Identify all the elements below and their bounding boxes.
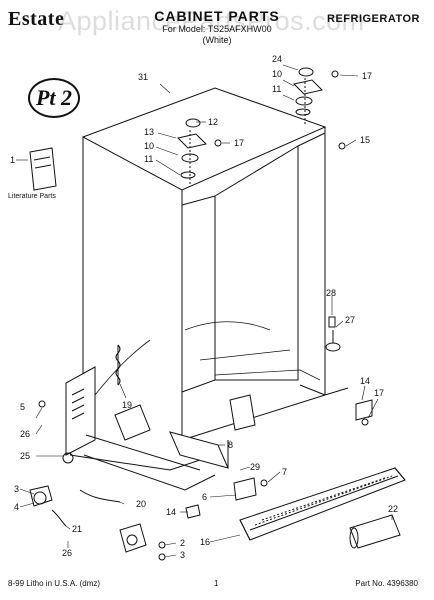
callout-10b: 10 [272, 69, 282, 79]
drain-trough [169, 431, 229, 469]
callout-17c: 17 [374, 388, 384, 398]
callout-26b: 26 [62, 548, 72, 558]
callout-10a: 10 [144, 141, 154, 151]
callout-25: 25 [20, 451, 30, 461]
rear-roller-left [29, 452, 74, 507]
hinge-stack-left [177, 118, 207, 185]
callout-26a: 26 [20, 429, 30, 439]
water-filter [349, 514, 401, 549]
callout-1: 1 [10, 155, 15, 165]
brand-logo: Estate [8, 8, 65, 30]
callout-20: 20 [136, 499, 146, 509]
callout-22: 22 [388, 504, 398, 514]
callout-17a: 17 [234, 138, 244, 148]
callout-15: 15 [360, 135, 370, 145]
callout-14a: 14 [360, 376, 370, 386]
callout-12: 12 [208, 117, 218, 127]
toe-grille [239, 467, 406, 541]
callout-6: 6 [202, 492, 207, 502]
callout-4: 4 [14, 502, 19, 512]
callout-19: 19 [122, 400, 132, 410]
footer-litho: 8-99 Litho in U.S.A. (dmz) [8, 579, 101, 588]
footer-page-number: 1 [214, 579, 219, 588]
leveling-leg [325, 316, 341, 352]
callout-11b: 11 [272, 84, 281, 94]
model-line: For Model: TS25AFXHW00 [162, 24, 272, 34]
callout-3-left: 3 [14, 484, 19, 494]
drain-tube [51, 489, 121, 527]
callout-16: 16 [200, 537, 210, 547]
literature-booklet [29, 147, 57, 191]
category-label: REFRIGERATOR [327, 13, 420, 25]
callout-3-right: 2 [180, 538, 185, 548]
footer-part-number: Part No. 4396380 [355, 579, 418, 588]
diagram-title: CABINET PARTS [154, 8, 280, 24]
base-assembly [65, 339, 256, 491]
callout-28: 28 [326, 288, 336, 298]
callout-7: 7 [282, 467, 287, 477]
hinge-stack-right [293, 67, 323, 125]
defrost-drain-heater [115, 344, 121, 386]
title-block: CABINET PARTS For Model: TS25AFXHW00 (Wh… [0, 8, 434, 46]
callout-5-top: 5 [20, 402, 25, 412]
callout-27: 27 [345, 315, 355, 325]
callout-21: 21 [72, 524, 82, 534]
callout-2: 3 [180, 550, 185, 560]
callout-24: 24 [272, 54, 282, 64]
leader-lines [16, 64, 393, 558]
color-line: (White) [202, 35, 232, 45]
callout-17b: 17 [362, 71, 372, 81]
callout-29: 29 [250, 462, 260, 472]
callout-8: 8 [228, 440, 233, 450]
front-roller [119, 523, 147, 553]
cabinet-shell [81, 87, 349, 441]
callout-labels: 31 1 12 13 10 11 17 24 10 11 17 15 28 27… [10, 54, 398, 560]
callout-31: 31 [138, 72, 148, 82]
literature-parts-label: Literature Parts [8, 193, 56, 200]
callout-13: 13 [144, 127, 154, 137]
part-badge: Pt 2 [28, 78, 80, 118]
roller-brackets [185, 399, 373, 519]
callout-14b: 14 [166, 507, 176, 517]
callout-11a: 11 [144, 154, 153, 164]
